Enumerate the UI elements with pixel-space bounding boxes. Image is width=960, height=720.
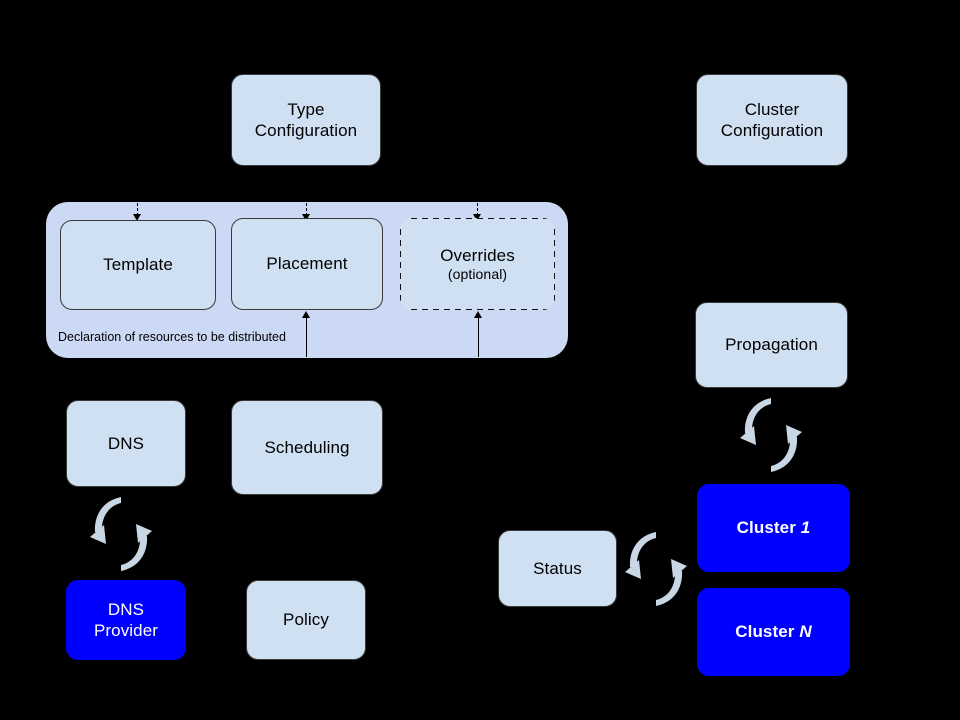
node-placement[interactable]: Placement [231,218,383,310]
node-template[interactable]: Template [60,220,216,310]
connector-policy-to-overrides [478,318,479,357]
cluster-configuration-label-line1: Cluster [744,99,800,119]
cluster-1-label: Cluster 1 [737,517,811,538]
node-scheduling[interactable]: Scheduling [231,400,383,495]
arrowhead-to-template [133,214,141,221]
template-label: Template [103,255,173,275]
cluster-n-label: Cluster N [735,621,811,642]
dns-provider-label-line2: Provider [93,621,159,640]
arrowhead-to-placement [302,214,310,221]
policy-label: Policy [283,610,329,630]
node-policy[interactable]: Policy [246,580,366,660]
node-type-configuration[interactable]: Type Configuration [231,74,381,166]
overrides-label: Overrides [440,245,515,265]
connector-to-overrides [477,203,478,216]
type-configuration-label-line1: Type [287,99,325,119]
dns-label: DNS [107,433,145,453]
arrowhead-placement-up [302,311,310,318]
node-cluster-configuration[interactable]: Cluster Configuration [696,74,848,166]
node-dns-provider[interactable]: DNS Provider [66,580,186,660]
cluster-1-label-emphasis: 1 [800,518,811,538]
cluster-configuration-label-line2: Configuration [720,121,824,140]
node-cluster-n[interactable]: Cluster N [697,588,850,676]
group-caption: Declaration of resources to be distribut… [58,330,286,344]
sync-arrows-icon-dns [88,492,154,576]
node-propagation[interactable]: Propagation [695,302,848,388]
cluster-n-label-emphasis: N [799,622,812,642]
propagation-label: Propagation [725,335,818,355]
dns-provider-label-line1: DNS [107,599,145,619]
connector-to-template [137,203,138,216]
connector-to-placement [306,203,307,216]
overrides-sublabel: (optional) [447,265,508,282]
sync-arrows-icon-status [623,527,689,611]
arrowhead-to-overrides [473,214,481,221]
sync-arrows-icon-propagation [738,393,804,477]
placement-label: Placement [266,254,348,274]
arrowhead-overrides-up [474,311,482,318]
scheduling-label: Scheduling [264,437,350,457]
status-label: Status [533,558,582,578]
node-dns[interactable]: DNS [66,400,186,487]
connector-scheduling-to-placement [306,318,307,357]
node-cluster-1[interactable]: Cluster 1 [697,484,850,572]
cluster-n-label-text: Cluster [735,622,800,642]
node-overrides[interactable]: Overrides (optional) [400,218,555,310]
node-status[interactable]: Status [498,530,617,607]
type-configuration-label-line2: Configuration [254,121,358,140]
cluster-1-label-text: Cluster [736,518,801,538]
